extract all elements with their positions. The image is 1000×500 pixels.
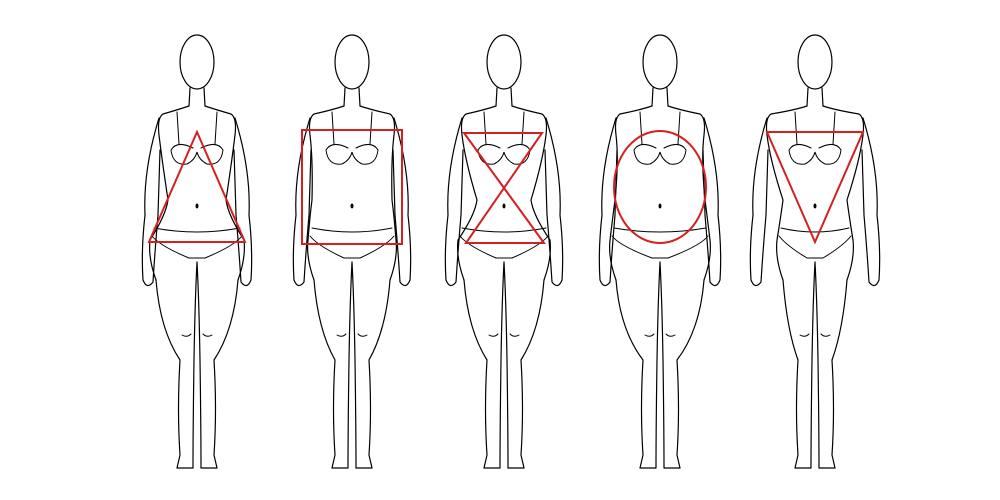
legs-outline (313, 261, 391, 469)
triangle-shape-overlay (147, 129, 247, 243)
bra-outline (477, 111, 531, 165)
neck-outline (495, 87, 513, 107)
torso-outline (765, 105, 865, 281)
navel-mark (502, 203, 506, 209)
knee-marks (181, 333, 213, 337)
arms-outline (749, 117, 881, 287)
arms-outline (292, 117, 412, 287)
briefs-outline (778, 227, 852, 259)
head-outline (797, 34, 833, 90)
torso-outline (457, 105, 551, 281)
knee-marks (799, 333, 831, 337)
head-outline (642, 34, 678, 90)
bra-outline (633, 111, 687, 165)
neck-outline (188, 87, 206, 107)
briefs-outline (309, 227, 395, 259)
bra-outline (325, 111, 379, 165)
arms-outline (598, 117, 722, 287)
hourglass-shape-overlay (462, 132, 546, 244)
bra-outline (788, 111, 842, 165)
neck-outline (806, 87, 824, 107)
body-figure (444, 34, 564, 469)
navel-mark (813, 203, 817, 209)
navel-mark (195, 203, 199, 209)
bra-outline (170, 111, 224, 165)
rectangle-shape-overlay (301, 129, 403, 245)
head-outline (179, 34, 215, 90)
arms-outline (444, 117, 564, 287)
legs-outline (463, 261, 545, 469)
legs-outline (155, 261, 239, 469)
head-outline (486, 34, 522, 90)
neck-outline (343, 87, 361, 107)
inverted-triangle-shape-overlay (765, 131, 865, 245)
body-figure (292, 34, 412, 469)
legs-outline (615, 261, 705, 469)
head-outline (334, 34, 370, 90)
arms-outline (141, 117, 253, 287)
body-figure (598, 34, 722, 469)
knee-marks (644, 333, 676, 337)
navel-mark (350, 203, 354, 209)
briefs-outline (611, 227, 709, 259)
body-figure (749, 34, 881, 469)
neck-outline (651, 87, 669, 107)
legs-outline (782, 261, 848, 469)
knee-marks (336, 333, 368, 337)
knee-marks (488, 333, 520, 337)
navel-mark (658, 203, 662, 209)
oval-shape-overlay (613, 130, 707, 244)
torso-outline (307, 105, 397, 281)
body-figure (141, 34, 253, 469)
torso-outline (609, 105, 711, 281)
